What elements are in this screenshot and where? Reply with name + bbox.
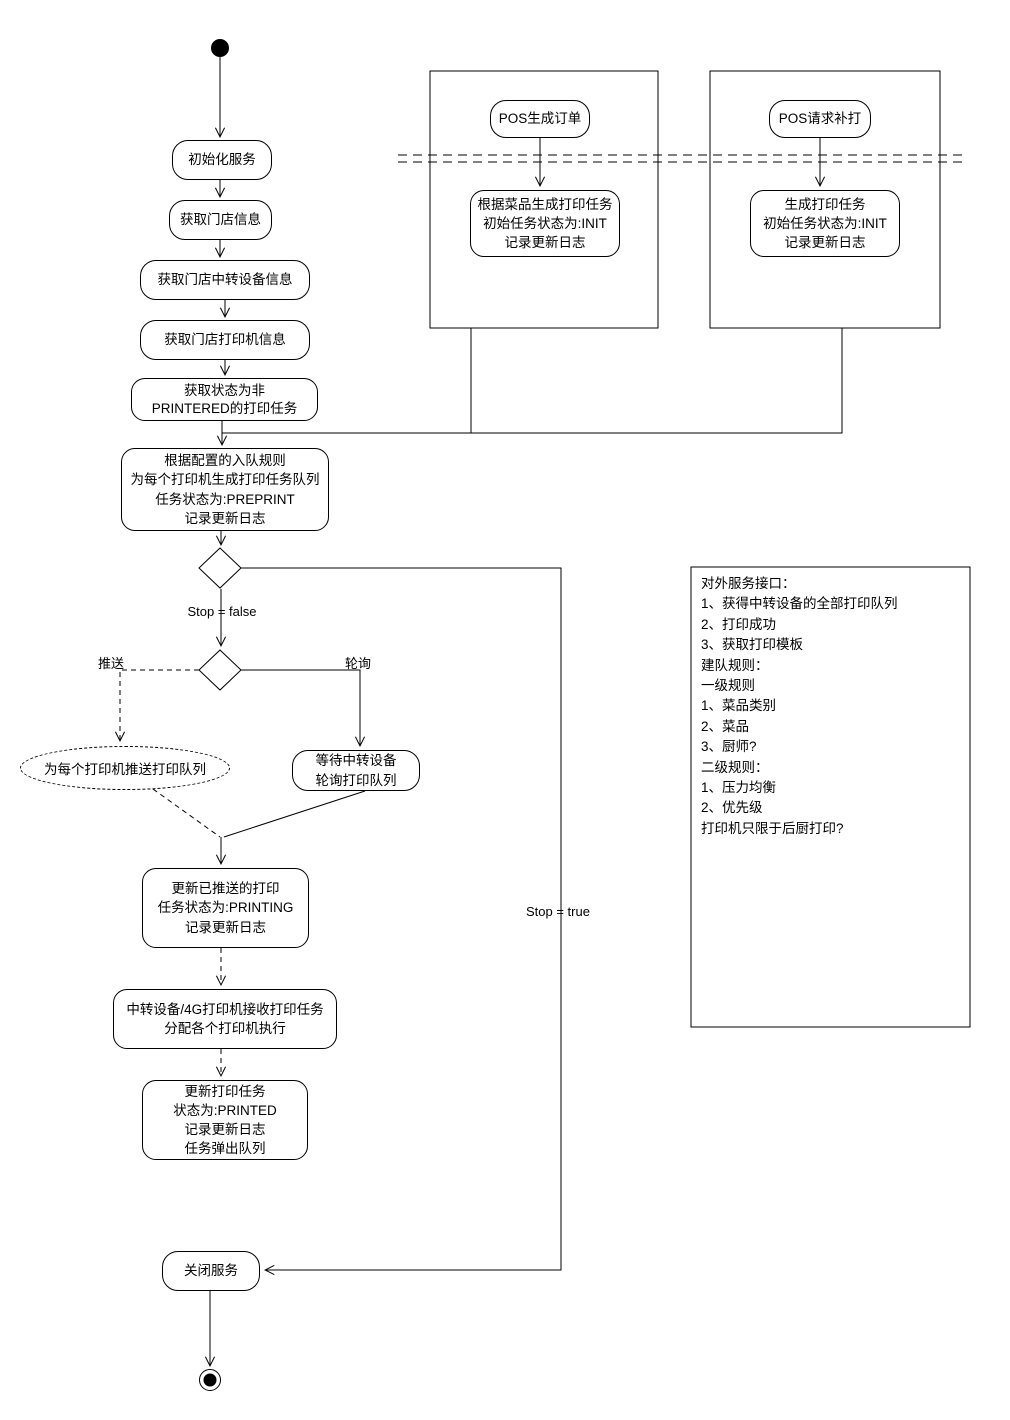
node-update-status-printing: 更新已推送的打印 任务状态为:PRINTING 记录更新日志 [142,868,309,948]
node-get-store-info: 获取门店信息 [169,200,272,240]
node-pos-reprint-request: POS请求补打 [769,100,871,138]
node-get-relay-device-info: 获取门店中转设备信息 [140,260,310,300]
node-close-service: 关闭服务 [162,1251,260,1291]
label-poll: 轮询 [345,656,372,671]
node-relay-receive-tasks: 中转设备/4G打印机接收打印任务 分配各个打印机执行 [113,989,337,1049]
start-node [211,39,229,57]
label-stop-false: Stop = false [187,604,257,619]
node-init-service: 初始化服务 [172,140,272,180]
label-push: 推送 [98,656,125,671]
node-update-status-printed: 更新打印任务 状态为:PRINTED 记录更新日志 任务弹出队列 [142,1080,308,1160]
edge-wait-poll-to-merge [223,790,366,838]
node-build-print-queue: 根据配置的入队规则 为每个打印机生成打印任务队列 任务状态为:PREPRINT … [121,448,329,531]
decision-stop-diamond [198,547,242,589]
edge-stop-true-to-close [241,567,562,1270]
edge-ellipse-to-merge [152,788,221,838]
edge-partitions-merge [222,328,843,434]
edge-push-branch [120,669,199,740]
edge-poll-branch [241,669,360,745]
node-push-print-queue: 为每个打印机推送打印队列 [20,746,230,790]
decision-push-poll-diamond [198,649,242,691]
node-get-unprinted-tasks: 获取状态为非 PRINTERED的打印任务 [131,378,318,421]
note-box [690,566,971,1028]
end-node-outer-ring [199,1369,221,1391]
partition-box-pos-order [429,70,659,329]
node-reprint-generate-task: 生成打印任务 初始任务状态为:INIT 记录更新日志 [750,190,900,257]
node-pos-create-order: POS生成订单 [490,100,590,138]
note-text: 对外服务接口： 1、获得中转设备的全部打印队列 2、打印成功 3、获取打印模板 … [701,576,898,836]
end-node-inner-dot [203,1373,217,1387]
node-wait-relay-poll: 等待中转设备 轮询打印队列 [292,750,420,791]
partition-box-pos-reprint [709,70,941,329]
node-get-printer-info: 获取门店打印机信息 [140,320,310,360]
node-order-generate-task: 根据菜品生成打印任务 初始任务状态为:INIT 记录更新日志 [470,190,620,257]
label-stop-true: Stop = true [526,904,590,919]
